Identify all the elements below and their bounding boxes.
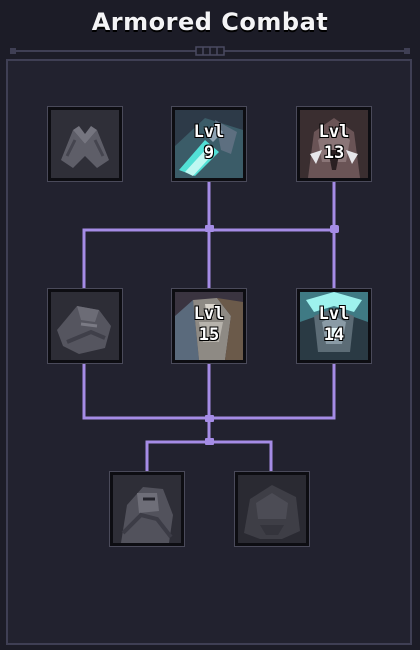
skill-level-value: 14 [323, 325, 345, 345]
crossed-gauntlets-icon [51, 110, 119, 178]
shield-bash-icon [175, 110, 243, 178]
helmet-guard-icon [300, 110, 368, 178]
title-divider [10, 46, 410, 56]
page-title: Armored Combat [91, 8, 329, 36]
skill-node-r3c2[interactable] [235, 472, 309, 546]
glowing-armor-icon [300, 292, 368, 360]
skill-level-value: 9 [203, 143, 215, 163]
skill-level-value: 13 [323, 143, 345, 163]
skill-level-label: Lvl [193, 304, 225, 324]
skill-node-r2c2[interactable]: Lvl 15 [172, 289, 246, 363]
skill-level-label: Lvl [318, 304, 350, 324]
armored-warrior-icon [175, 292, 243, 360]
dark-helm-icon [238, 475, 306, 543]
heavy-knight-icon [113, 475, 181, 543]
armored-fist-icon [51, 292, 119, 360]
skill-level-label: Lvl [193, 122, 225, 142]
skill-node-r2c1[interactable] [48, 289, 122, 363]
skill-node-r2c3[interactable]: Lvl 14 [297, 289, 371, 363]
skill-node-r1c3[interactable]: Lvl 13 [297, 107, 371, 181]
skill-level-value: 15 [198, 325, 220, 345]
skill-node-r1c1[interactable] [48, 107, 122, 181]
skill-node-r1c2[interactable]: Lvl 9 [172, 107, 246, 181]
skill-node-r3c1[interactable] [110, 472, 184, 546]
skill-level-label: Lvl [318, 122, 350, 142]
